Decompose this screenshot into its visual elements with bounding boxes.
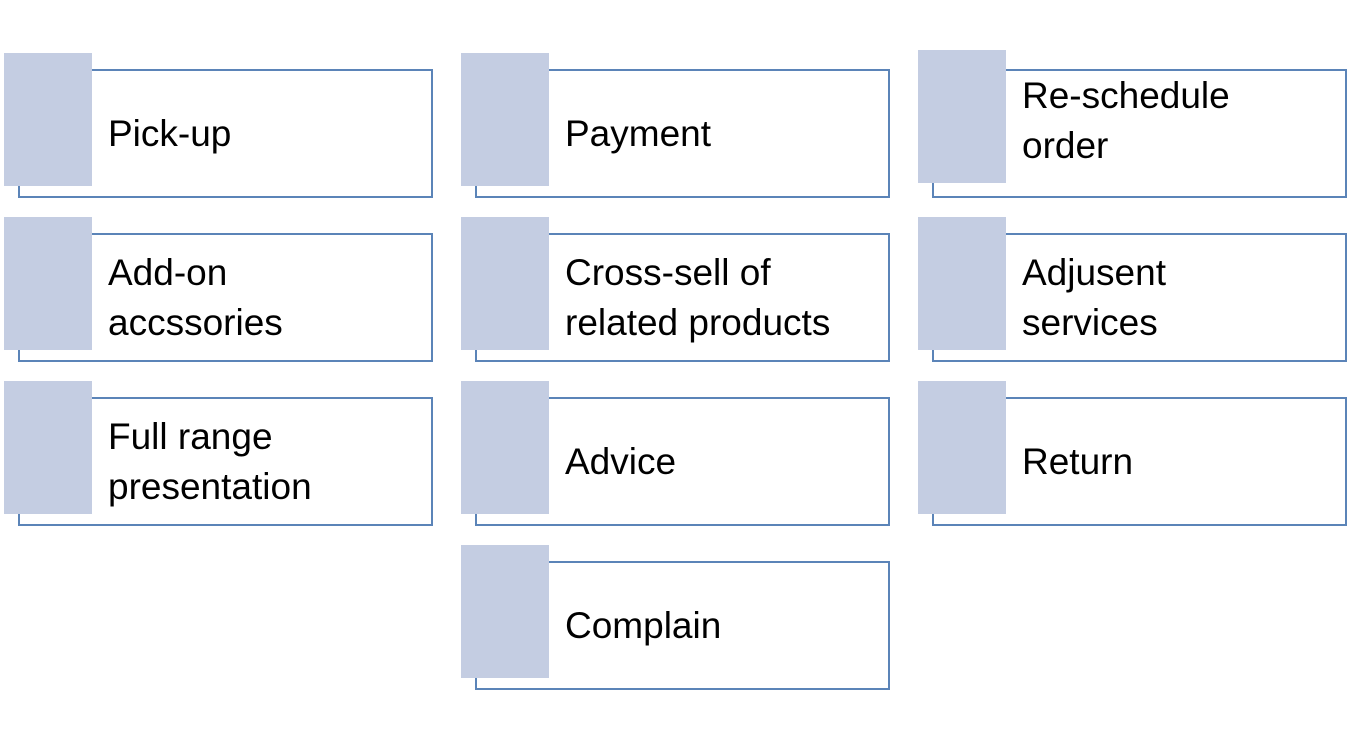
card-accent-tab bbox=[461, 381, 549, 514]
card-add-on-accessories: Add-on accssories bbox=[4, 217, 436, 365]
card-label: Adjusent services bbox=[1022, 251, 1166, 343]
card-accent-tab bbox=[461, 217, 549, 350]
card-label: Complain bbox=[565, 604, 722, 646]
card-pick-up: Pick-up bbox=[4, 53, 436, 201]
card-advice: Advice bbox=[461, 381, 893, 529]
card-cross-sell: Cross-sell of related products bbox=[461, 217, 893, 365]
card-return: Return bbox=[918, 381, 1350, 529]
card-accent-tab bbox=[461, 545, 549, 678]
card-payment: Payment bbox=[461, 53, 893, 201]
card-label: Add-on accssories bbox=[108, 251, 283, 343]
card-full-range-presentation: Full range presentation bbox=[4, 381, 436, 529]
card-adjusent-services: Adjusent services bbox=[918, 217, 1350, 365]
card-label: Advice bbox=[565, 440, 677, 482]
card-label: Full range presentation bbox=[108, 415, 312, 507]
card-label: Cross-sell of related products bbox=[565, 251, 831, 343]
card-label: Return bbox=[1022, 440, 1134, 482]
card-accent-tab bbox=[4, 217, 92, 350]
card-accent-tab bbox=[4, 53, 92, 186]
card-accent-tab bbox=[918, 381, 1006, 514]
card-complain: Complain bbox=[461, 545, 893, 693]
card-accent-tab bbox=[918, 50, 1006, 183]
card-label: Re-schedule order bbox=[1022, 74, 1230, 166]
card-accent-tab bbox=[918, 217, 1006, 350]
card-label: Pick-up bbox=[108, 112, 232, 154]
card-label: Payment bbox=[565, 112, 712, 154]
card-accent-tab bbox=[4, 381, 92, 514]
card-accent-tab bbox=[461, 53, 549, 186]
card-re-schedule-order: Re-schedule order bbox=[918, 50, 1350, 198]
